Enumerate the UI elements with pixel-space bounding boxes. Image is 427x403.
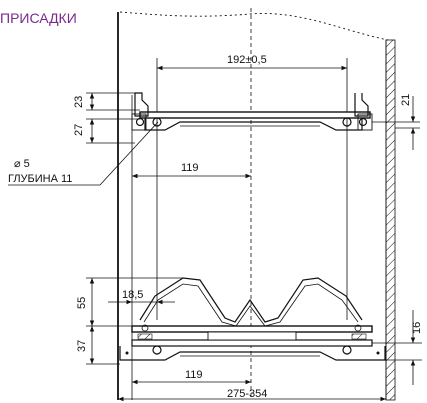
dim-27-label: 27 bbox=[73, 124, 85, 136]
lower-basket bbox=[119, 277, 386, 361]
drawing-title: ПРИСАДКИ bbox=[0, 10, 77, 26]
dim-21-label: 21 bbox=[400, 94, 412, 106]
cabinet-right-wall bbox=[385, 39, 396, 401]
upper-rail bbox=[131, 58, 373, 320]
cabinet-left-wall bbox=[117, 12, 133, 400]
dim-range-label: 275-354 bbox=[227, 388, 267, 400]
dim-width-top-label: 192±0,5 bbox=[227, 54, 267, 66]
dim-offset-top: 119 bbox=[132, 162, 251, 179]
top-break-line bbox=[119, 11, 389, 41]
dim-range-bottom: 275-354 bbox=[118, 388, 386, 402]
hole-depth-label: ГЛУБИНА 11 bbox=[8, 173, 72, 185]
dim-right-21: 21 bbox=[372, 94, 420, 150]
dim-left-bottom: 55 37 bbox=[76, 277, 183, 365]
dim-18-label: 18,5 bbox=[122, 289, 143, 301]
hole-diameter-label: ⌀ 5 bbox=[14, 158, 30, 170]
hole-callout: ⌀ 5 ГЛУБИНА 11 bbox=[8, 121, 159, 186]
dim-left-top: 23 27 bbox=[73, 92, 140, 144]
dim-offset-top-label: 119 bbox=[181, 162, 199, 174]
dim-23-label: 23 bbox=[73, 96, 85, 108]
dim-offset-bottom: 119 bbox=[132, 369, 251, 385]
dim-16-label: 16 bbox=[411, 322, 423, 334]
dim-55-label: 55 bbox=[76, 297, 88, 309]
dim-offset-18: 18,5 bbox=[108, 289, 175, 305]
dim-offset-bottom-label: 119 bbox=[185, 369, 203, 381]
dim-right-16: 16 bbox=[372, 310, 423, 385]
dim-37-label: 37 bbox=[76, 340, 88, 352]
dim-width-top: 192±0,5 bbox=[157, 54, 347, 71]
